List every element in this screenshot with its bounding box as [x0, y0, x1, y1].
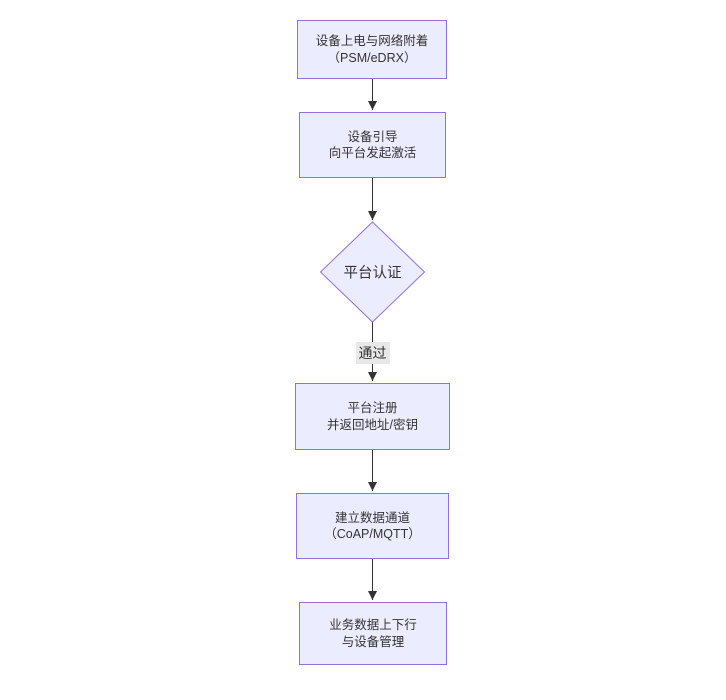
decision-diamond-shape: [319, 221, 426, 323]
node-label-line: （CoAP/MQTT）: [324, 527, 421, 541]
node-platform-register: 平台注册 并返回地址/密钥: [295, 383, 450, 450]
node-label-line: 向平台发起激活: [328, 146, 417, 160]
node-data-channel: 建立数据通道 （CoAP/MQTT）: [296, 493, 449, 559]
node-business-data: 业务数据上下行 与设备管理: [299, 602, 447, 665]
node-label-line: 并返回地址/密钥: [327, 417, 418, 432]
node-label-line: 业务数据上下行: [329, 618, 417, 632]
node-label-line: 平台注册: [347, 401, 398, 415]
node-label-line: 与设备管理: [341, 634, 405, 649]
node-platform-auth-label: 平台认证: [343, 265, 402, 282]
node-label-line: （PSM/eDRX）: [327, 50, 417, 65]
node-power-network-attach: 设备上电与网络附着 （PSM/eDRX）: [297, 20, 447, 79]
node-device-bootstrap: 设备引导 向平台发起激活: [299, 112, 446, 178]
node-label-line: 设备上电与网络附着: [315, 34, 429, 48]
edge-label-pass: 通过: [355, 342, 390, 364]
node-label-line: 建立数据通道: [334, 510, 410, 525]
node-label-line: 设备引导: [347, 129, 398, 144]
